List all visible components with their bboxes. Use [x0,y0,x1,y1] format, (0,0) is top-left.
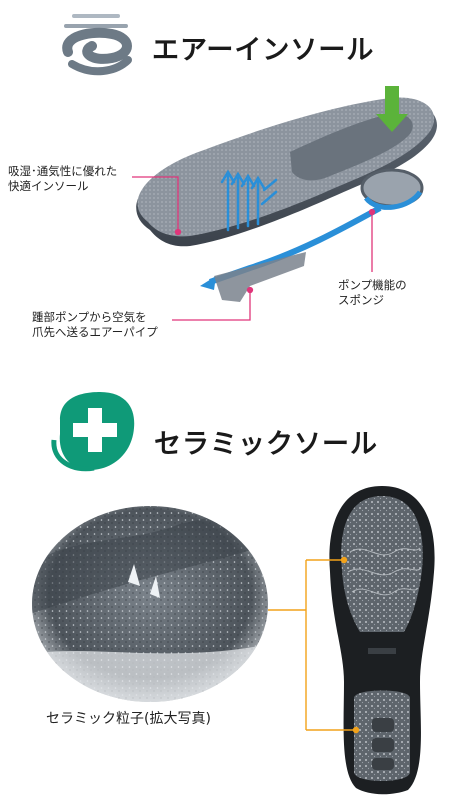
ceramic-particle-photo [32,506,268,702]
ceramic-callout-lines [268,556,360,734]
pipe-housing [214,252,306,302]
air-callout-lines [132,176,376,321]
callout-air-pipe: 踵部ポンプから空気を 爪先へ送るエアーパイプ [32,310,158,339]
air-section-title: エアーインソール [152,35,375,66]
callout-breathable-insole: 吸湿･通気性に優れた 快適インソール [8,164,118,193]
heel-panel [354,690,410,781]
heel-pad [290,113,413,181]
air-insole-illustration [136,86,437,302]
forefoot-panel [341,496,423,632]
ceramic-sole-section: セラミックソール セラミック粒子(拡大写真) [0,390,449,796]
callout-pump-sponge: ポンプ機能の スポンジ [338,278,407,307]
shoe-sole-illustration [329,486,435,795]
arrow-down-icon [376,86,408,132]
air-swirl-icon [62,14,132,76]
ceramic-section-title: セラミックソール [154,429,378,460]
air-insole-section: エアーインソール [0,0,449,380]
cross-icon [51,392,135,472]
ceramic-particle-caption: セラミック粒子(拡大写真) [46,711,211,727]
air-flow-arrows [220,169,278,232]
